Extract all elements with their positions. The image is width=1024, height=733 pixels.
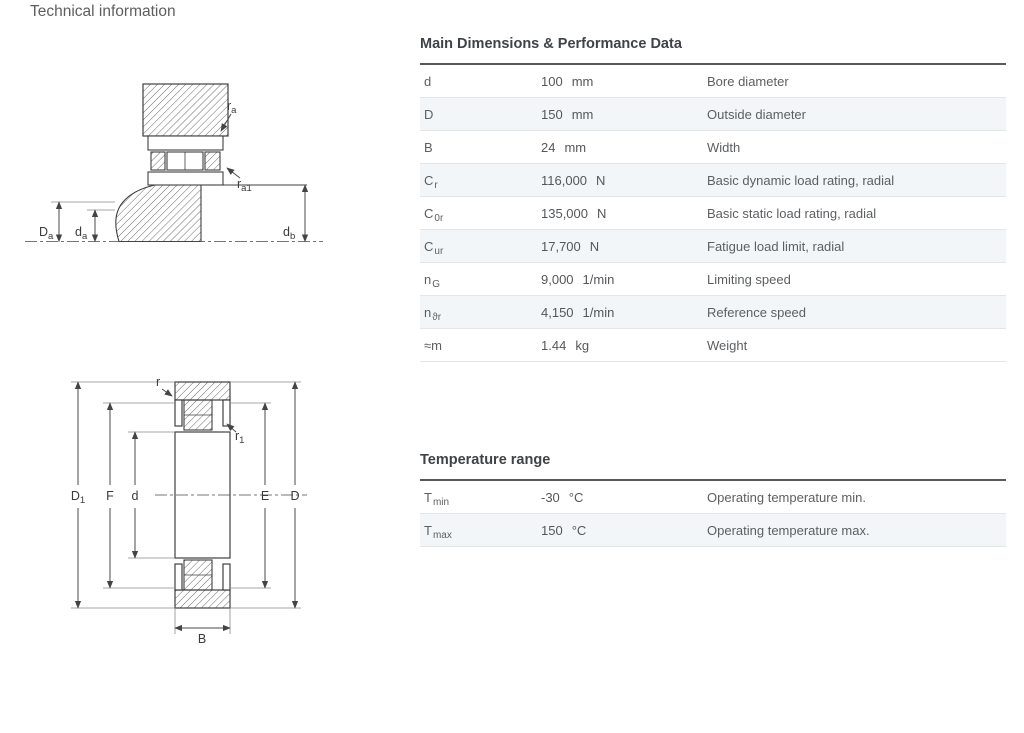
desc-cell: Basic static load rating, radial bbox=[707, 205, 877, 221]
dim-label-da: da bbox=[75, 225, 88, 242]
dim-label-D: D bbox=[290, 489, 299, 503]
dim-label-db: db bbox=[283, 225, 295, 242]
bearing-section bbox=[147, 135, 224, 186]
dim-label-ra: ra bbox=[227, 99, 237, 116]
desc-cell: Operating temperature min. bbox=[707, 489, 866, 505]
table-row: Tmin -30°C Operating temperature min. bbox=[420, 481, 1006, 514]
bearing-cross-section-drawing: r r1 D1 F d E D B bbox=[71, 375, 307, 646]
desc-cell: Basic dynamic load rating, radial bbox=[707, 172, 895, 188]
symbol-cell: ≈m bbox=[424, 337, 442, 353]
page-title: Technical information bbox=[30, 3, 176, 20]
dim-label-Da: Da bbox=[39, 225, 54, 242]
desc-cell: Weight bbox=[707, 337, 748, 353]
symbol-cell: nϑr bbox=[424, 304, 442, 323]
dimension-lines bbox=[74, 381, 299, 632]
extension-lines bbox=[51, 201, 115, 211]
temperature-table-title: Temperature range bbox=[420, 452, 551, 468]
dimension-lines bbox=[55, 113, 309, 243]
desc-cell: Outside diameter bbox=[707, 106, 806, 122]
value-cell: 150°C bbox=[541, 522, 587, 538]
desc-cell: Fatigue load limit, radial bbox=[707, 238, 845, 254]
temperature-table: Tmin -30°C Operating temperature min. Tm… bbox=[420, 479, 1006, 547]
dim-label-d: d bbox=[132, 489, 139, 503]
mounting-drawing: ra ra1 Da da db bbox=[25, 83, 323, 243]
symbol-cell: nG bbox=[424, 271, 441, 290]
symbol-cell: C0r bbox=[424, 205, 444, 224]
dim-label-r: r bbox=[156, 375, 160, 389]
dim-label-B: B bbox=[198, 632, 206, 646]
symbol-cell: Cr bbox=[424, 172, 438, 191]
desc-cell: Reference speed bbox=[707, 304, 807, 320]
symbol-cell: B bbox=[424, 139, 433, 155]
temperature-panel: Temperature range Tmin -30°C Operating t… bbox=[420, 452, 1006, 547]
dim-label-r1: r1 bbox=[235, 429, 244, 446]
main-table-title: Main Dimensions & Performance Data bbox=[420, 36, 682, 52]
symbol-cell: Cur bbox=[424, 238, 444, 257]
dim-label-ra1: ra1 bbox=[237, 177, 252, 194]
symbol-cell: Tmin bbox=[424, 489, 450, 508]
dim-label-D1: D1 bbox=[71, 489, 85, 506]
dim-label-E: E bbox=[261, 489, 269, 503]
desc-cell: Width bbox=[707, 139, 741, 155]
symbol-cell: Tmax bbox=[424, 522, 452, 541]
extension-lines bbox=[71, 381, 301, 634]
desc-cell: Bore diameter bbox=[707, 73, 789, 89]
value-cell: -30°C bbox=[541, 489, 584, 505]
symbol-cell: d bbox=[424, 73, 432, 89]
roller-section bbox=[183, 399, 213, 591]
desc-cell: Operating temperature max. bbox=[707, 522, 870, 538]
housing-section bbox=[142, 83, 229, 137]
dim-label-F: F bbox=[106, 489, 114, 503]
desc-cell: Limiting speed bbox=[707, 271, 791, 287]
main-dimensions-panel: Main Dimensions & Performance Data d 100… bbox=[420, 36, 1006, 362]
symbol-cell: D bbox=[424, 106, 434, 122]
table-row: Tmax 150°C Operating temperature max. bbox=[420, 514, 1006, 547]
shaft-section bbox=[115, 184, 307, 243]
